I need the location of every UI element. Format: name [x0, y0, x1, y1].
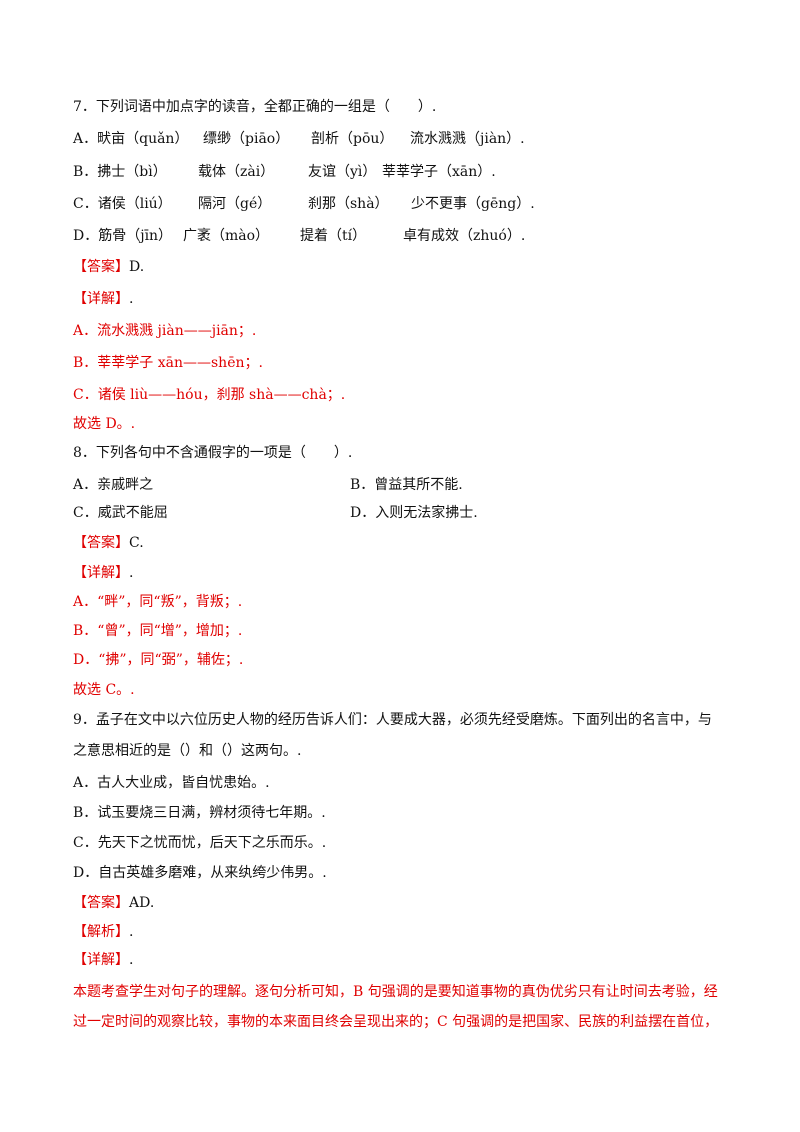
q8-detail-heading: 【详解】.	[73, 563, 133, 583]
q7-a-2: 缥缈（piāo）	[203, 131, 290, 147]
detail-tag: 【详解】	[73, 565, 129, 581]
q7-b-3: 友谊（yì）	[308, 164, 377, 180]
q7-explain-b: B．莘莘学子 xān——shēn；.	[73, 355, 263, 371]
q7-a-1: A．畎亩（quǎn）	[73, 131, 189, 147]
q7-b-1: B．拂士（bì）	[73, 164, 167, 180]
detail-suffix: .	[129, 565, 134, 581]
q7-d-3: 提着（tí）	[300, 228, 367, 244]
q8-option-d: D．入则无法家拂士.	[350, 505, 478, 521]
q7-detail-heading: 【详解】.	[73, 289, 133, 309]
answer-value: C.	[129, 535, 144, 551]
q7-a-4: 流水溅溅（jiàn）.	[410, 131, 525, 147]
detail-suffix: .	[129, 291, 134, 307]
q9-option-d: D．自古英雄多磨难，从来纨绔少伟男。.	[73, 865, 327, 881]
q8-option-a: A．亲戚畔之	[73, 477, 154, 493]
q9-stem-line1: 9．孟子在文中以六位历史人物的经历告诉人们：人要成大器，必须先经受磨炼。下面列出…	[73, 712, 712, 728]
detail-tag: 【详解】	[73, 952, 129, 968]
q7-d-4: 卓有成效（zhuó）.	[403, 228, 526, 244]
q9-option-a: A．古人大业成，皆自忧患始。.	[73, 775, 270, 791]
q9-option-b: B．试玉要烧三日满，辨材须待七年期。.	[73, 805, 326, 821]
q9-option-c: C．先天下之忧而忧，后天下之乐而乐。.	[73, 835, 327, 851]
q8-option-b: B．曾益其所不能.	[350, 477, 463, 493]
q7-answer: 【答案】D.	[73, 257, 144, 277]
q8-explain-d: D．“拂”，同“弼”，辅佐；.	[73, 652, 244, 668]
answer-value: AD.	[129, 895, 155, 911]
q7-c-4: 少不更事（gēng）.	[411, 196, 535, 212]
q7-c-2: 隔河（gé）	[198, 196, 272, 212]
q7-b-4: 莘莘学子（xān）.	[382, 164, 496, 180]
q7-stem: 7．下列词语中加点字的读音，全都正确的一组是（ ）.	[73, 99, 437, 115]
q7-conclusion: 故选 D。.	[73, 416, 136, 432]
q7-c-3: 刹那（shà）	[308, 196, 389, 212]
q9-analysis-heading: 【解析】.	[73, 922, 133, 942]
q8-explain-a: A．“畔”，同“叛”，背叛；.	[73, 594, 243, 610]
analysis-tag: 【解析】	[73, 924, 129, 940]
q9-answer: 【答案】AD.	[73, 893, 154, 913]
answer-tag: 【答案】	[73, 535, 129, 551]
q7-explain-c: C．诸侯 liù——hóu，刹那 shà——chà；.	[73, 387, 346, 403]
detail-suffix: .	[129, 952, 134, 968]
q7-explain-a: A．流水溅溅 jiàn——jiān；.	[73, 323, 257, 339]
answer-tag: 【答案】	[73, 259, 129, 275]
q7-d-2: 广袤（mào）	[183, 228, 270, 244]
q7-d-1: D．筋骨（jīn）	[73, 228, 173, 244]
q8-explain-b: B．“曾”，同“增”，增加；.	[73, 623, 243, 639]
detail-tag: 【详解】	[73, 291, 129, 307]
q9-explanation: 本题考查学生对句子的理解。逐句分析可知，B 句强调的是要知道事物的真伪优劣只有让…	[73, 984, 719, 1030]
q7-b-2: 载体（zài）	[198, 164, 275, 180]
answer-tag: 【答案】	[73, 895, 129, 911]
q9-detail-heading: 【详解】.	[73, 950, 133, 970]
q7-a-3: 剖析（pōu）	[311, 131, 394, 147]
analysis-suffix: .	[129, 924, 134, 940]
q8-option-c: C．威武不能屈	[73, 505, 168, 521]
q8-stem: 8．下列各句中不含通假字的一项是（ ）.	[73, 445, 353, 461]
answer-value: D.	[129, 259, 145, 275]
q9-stem-line2: 之意思相近的是（）和（）这两句。.	[73, 743, 302, 759]
q8-conclusion: 故选 C。.	[73, 682, 135, 698]
q7-c-1: C．诸侯（liú）	[73, 196, 172, 212]
q8-answer: 【答案】C.	[73, 533, 144, 553]
